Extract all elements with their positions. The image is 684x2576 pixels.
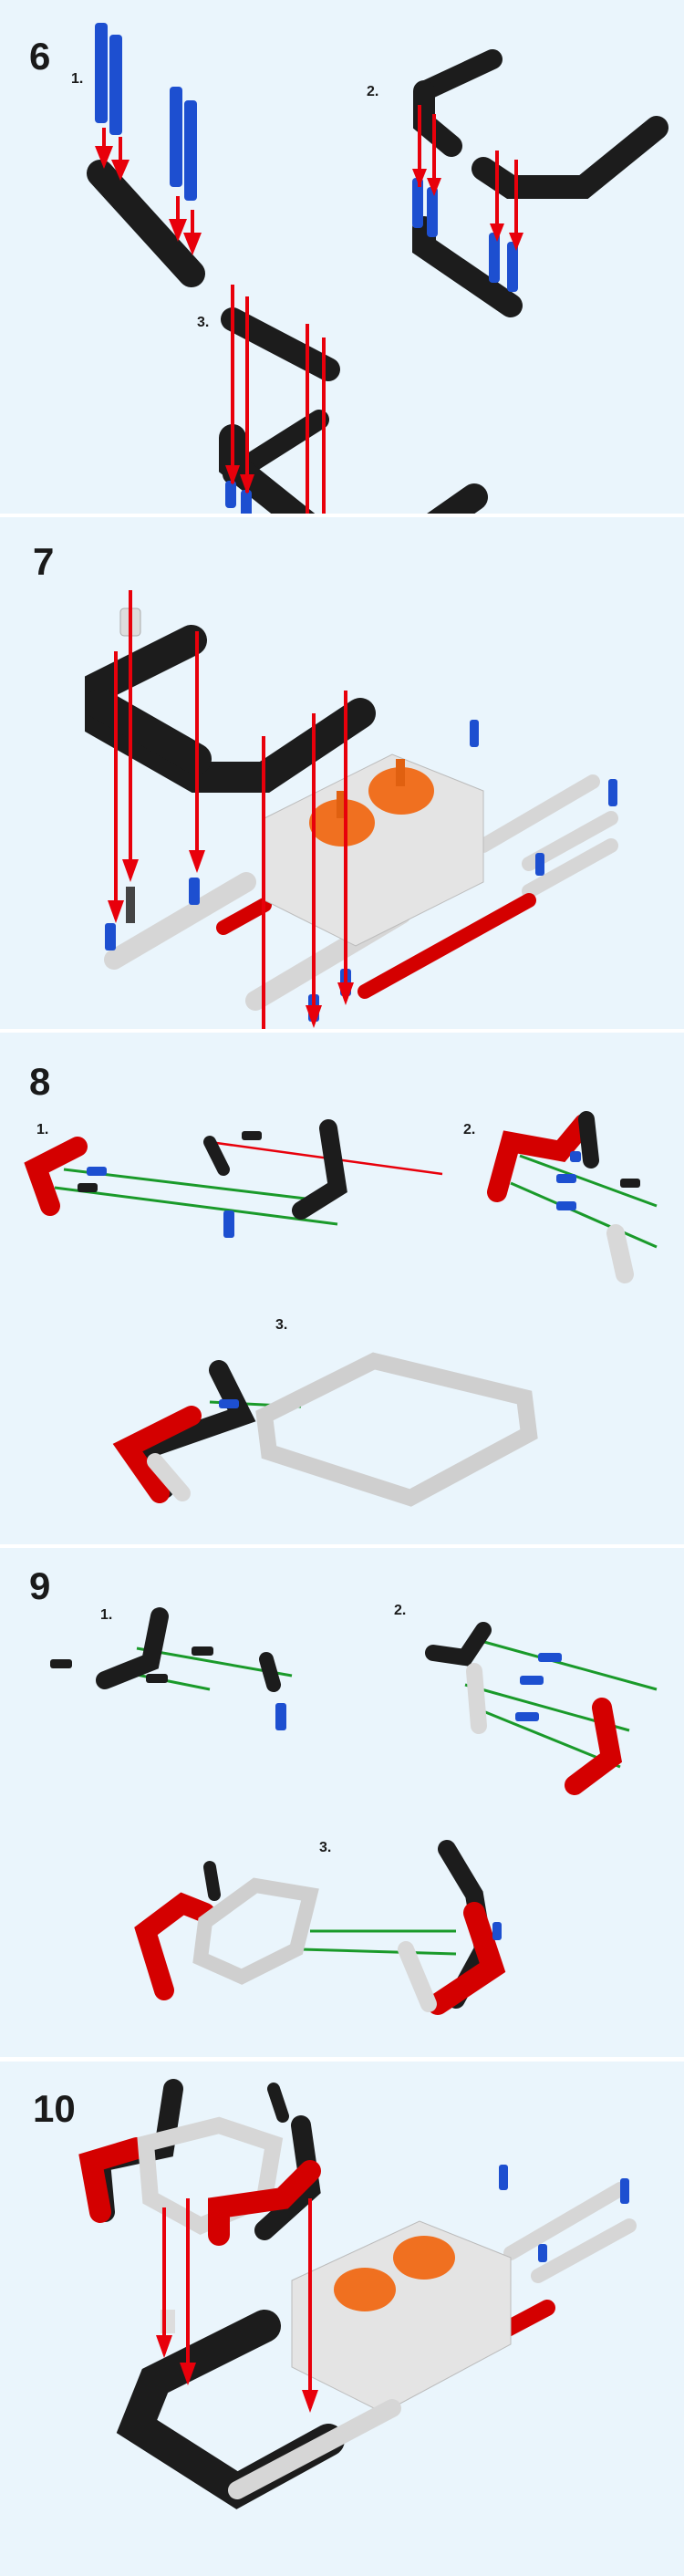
- red-arrows: [156, 2198, 318, 2413]
- substep-label: 3.: [275, 1317, 288, 1333]
- step-10-illustration: [78, 2079, 637, 2509]
- motor: [264, 753, 484, 947]
- pins: [50, 1646, 562, 1940]
- axle: [126, 887, 135, 923]
- step-9-illustration: [50, 1607, 658, 2015]
- substep-label: 3.: [197, 315, 210, 330]
- motor-knob: [393, 2236, 455, 2280]
- red-arrows: [95, 105, 523, 514]
- step-8-panel: 8 1. 2. 3.: [0, 1033, 684, 1544]
- black-beam: [85, 625, 376, 793]
- red-beams: [216, 893, 536, 999]
- pins: [499, 2165, 629, 2262]
- step-6-panel: 6 1. 2. 3.: [0, 0, 684, 514]
- blue-pins: [105, 720, 617, 1022]
- step-number: 8: [29, 1060, 51, 1103]
- step-7-illustration: [85, 590, 618, 1029]
- black-beam: [87, 49, 668, 514]
- blue-pins: [95, 23, 518, 514]
- pins: [78, 1131, 640, 1408]
- substep-label: 1.: [36, 1122, 49, 1137]
- step-6-illustration: [87, 23, 668, 514]
- step-8-illustration: [24, 1111, 658, 1507]
- step-number: 6: [29, 35, 51, 78]
- step-number: 9: [29, 1564, 51, 1607]
- substep-label: 2.: [463, 1122, 476, 1137]
- substep-label: 3.: [319, 1840, 332, 1855]
- substep-label: 1.: [100, 1607, 113, 1623]
- step-7-panel: 7: [0, 517, 684, 1029]
- substep-label: 2.: [367, 84, 379, 99]
- motor-knob: [334, 2268, 396, 2311]
- motor: [291, 2220, 512, 2414]
- substep-label: 2.: [394, 1603, 407, 1618]
- red-arrows: [108, 590, 354, 1029]
- step-9-panel: 9 1. 2. 3.: [0, 1548, 684, 2057]
- step-10-panel: 10: [0, 2062, 684, 2576]
- step-number: 7: [33, 540, 55, 583]
- substep-label: 1.: [71, 71, 84, 87]
- step-number: 10: [33, 2087, 76, 2130]
